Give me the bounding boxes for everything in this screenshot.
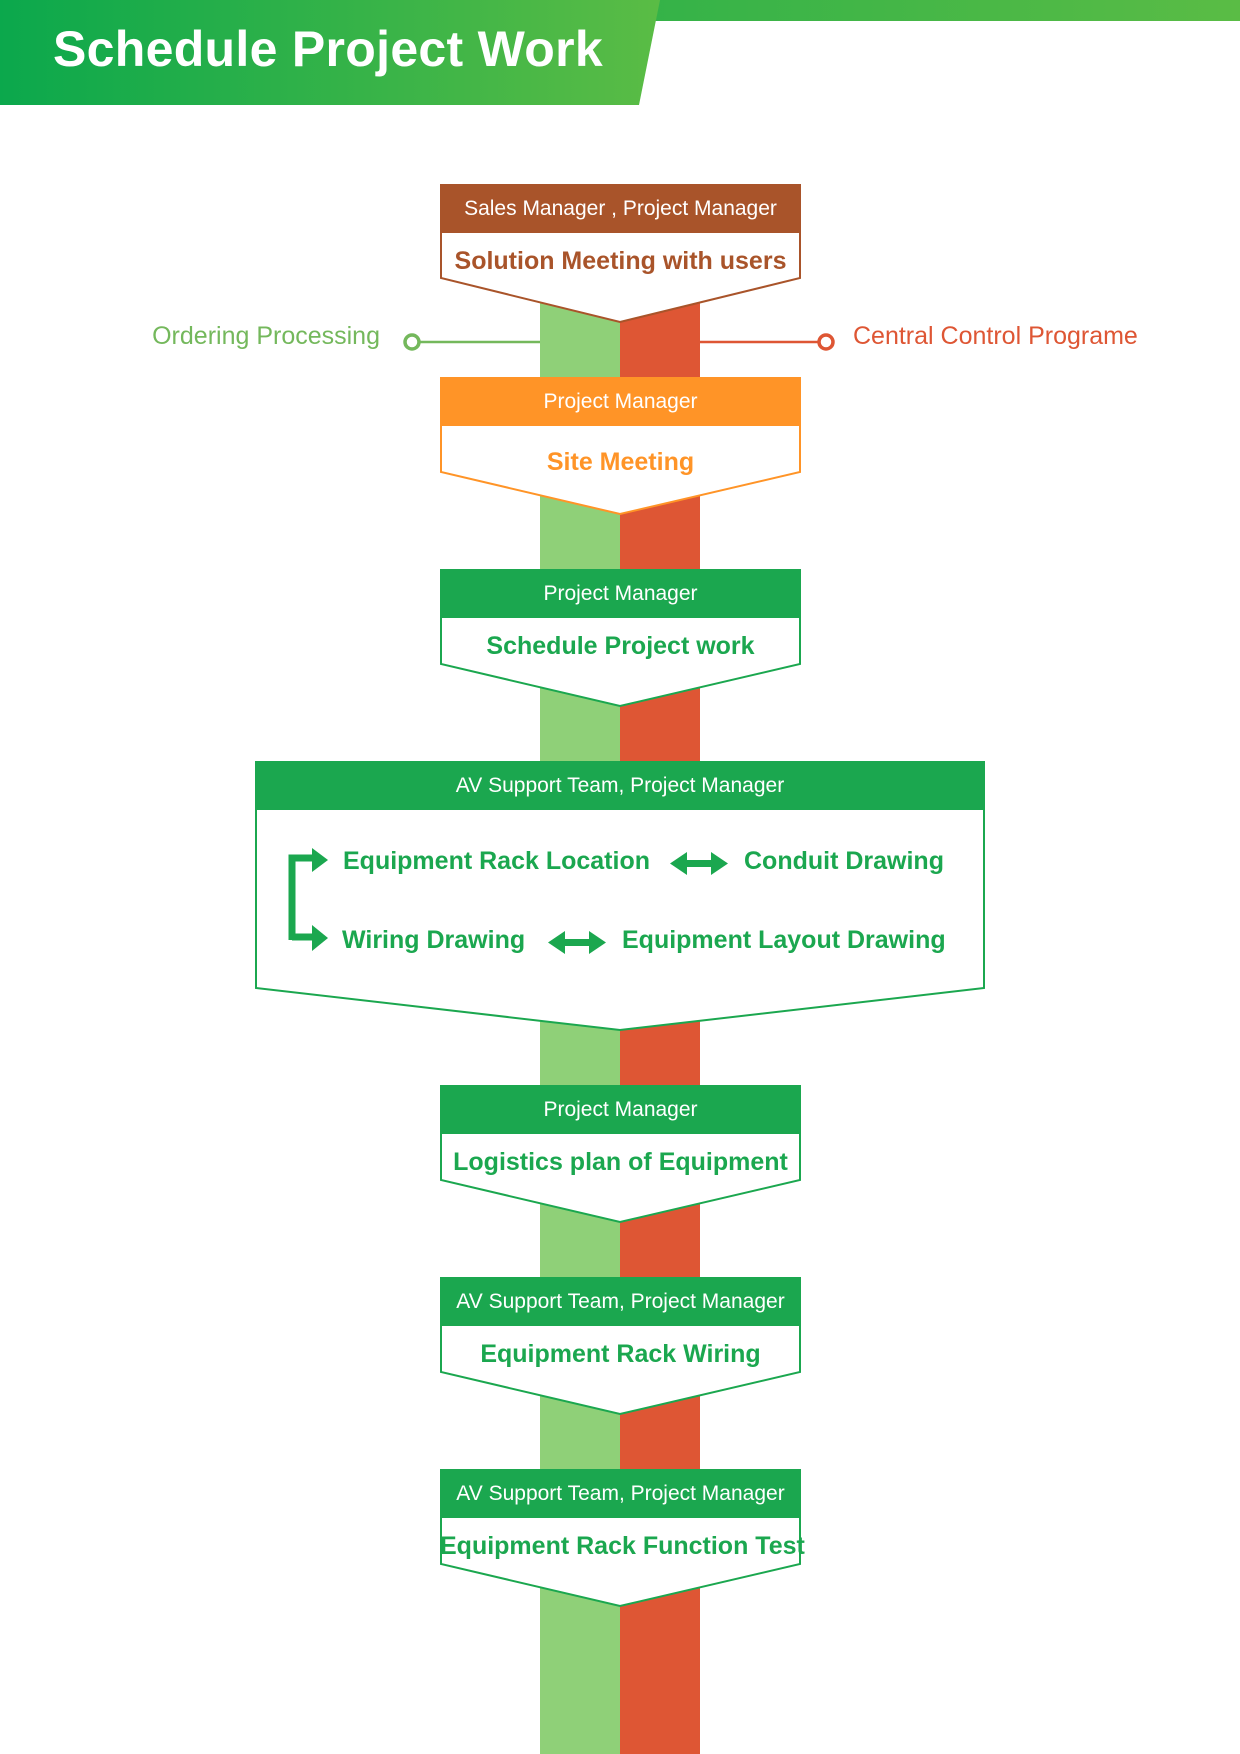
branch-label-ordering-processing: Ordering Processing [152,322,380,350]
step-1-title: Solution Meeting with users [454,247,787,275]
step-5-title: Logistics plan of Equipment [453,1148,788,1176]
step-1-shape [440,184,801,324]
bracket-connector [288,854,314,940]
right-branch-node [817,333,835,351]
header-title-band [0,0,660,105]
step-4-role: AV Support Team, Project Manager [455,774,785,797]
step-4-item-conduit-drawing: Conduit Drawing [744,847,944,875]
step-4-item-layout-drawing: Equipment Layout Drawing [622,926,946,954]
step-5-shape [440,1085,801,1224]
step-4-shape [255,761,985,1032]
arrow-right-icon [312,848,328,872]
step-5-role: Project Manager [543,1098,698,1121]
step-2-title: Site Meeting [546,448,695,476]
step-3-role: Project Manager [543,582,698,605]
step-7-title: Equipment Rack Function Test [440,1532,805,1560]
step-4-item-wiring-drawing: Wiring Drawing [342,926,526,954]
step-4-item-rack-location: Equipment Rack Location [343,847,650,875]
arrow-right-icon [312,925,328,951]
step-3-title: Schedule Project work [486,632,755,660]
step-2-role: Project Manager [543,390,698,413]
step-7-shape [440,1469,801,1608]
double-arrow-icon [670,852,728,875]
page-title: Schedule Project Work [53,21,603,77]
step-2-shape [440,377,801,516]
step-7-role: AV Support Team, Project Manager [456,1482,785,1505]
step-6-title: Equipment Rack Wiring [480,1340,761,1368]
branch-label-central-control: Central Control Programe [853,322,1138,350]
header-banner [0,0,1240,105]
left-branch-node [403,333,421,351]
step-6-shape [440,1277,801,1416]
step-6-role: AV Support Team, Project Manager [456,1290,785,1313]
double-arrow-icon [548,931,606,954]
step-1-role: Sales Manager , Project Manager [464,197,777,220]
step-3-shape [440,569,801,708]
